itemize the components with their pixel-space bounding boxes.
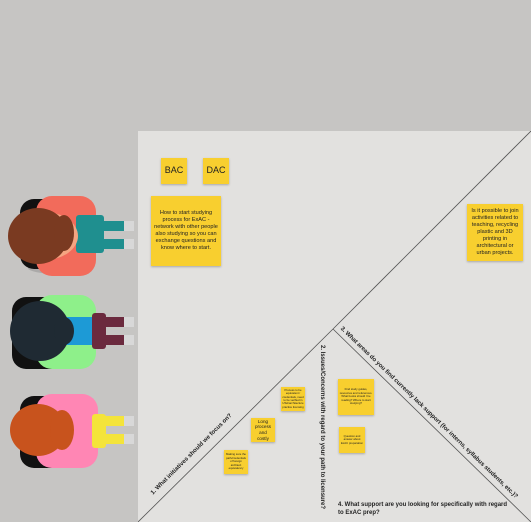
whiteboard[interactable]: BAC DAC How to start studying process fo… bbox=[138, 131, 531, 522]
person-icon bbox=[10, 295, 134, 369]
sticky-note-question-answer[interactable]: Question and answer about ExAC preparati… bbox=[339, 427, 365, 453]
person-icon bbox=[8, 196, 134, 276]
sticky-note-study-process[interactable]: How to start studying process for ExAC -… bbox=[151, 196, 221, 266]
sticky-note-equivalency-process[interactable]: Process to be equivalent / credentials, … bbox=[281, 387, 305, 411]
avatar-1 bbox=[6, 193, 136, 284]
sticky-note-credentials-path[interactable]: Making sure the path/credentials of fore… bbox=[224, 450, 248, 474]
avatar-3 bbox=[6, 392, 136, 477]
question-4-label: 4. What support are you looking for spec… bbox=[338, 502, 508, 516]
quadrant-lines bbox=[138, 131, 531, 522]
sticky-note-activities[interactable]: Is it possible to join activities relate… bbox=[467, 204, 523, 261]
person-icon bbox=[10, 394, 134, 468]
tag-dac[interactable]: DAC bbox=[203, 158, 229, 184]
avatar-2 bbox=[6, 293, 136, 378]
question-2-label: 2. Issues/Concerns with regard to your p… bbox=[319, 345, 325, 510]
sticky-note-study-guides[interactable]: Find study guides, resources and referen… bbox=[338, 379, 374, 415]
sticky-note-long-process[interactable]: Long process and costly bbox=[251, 418, 275, 442]
tag-bac[interactable]: BAC bbox=[161, 158, 187, 184]
